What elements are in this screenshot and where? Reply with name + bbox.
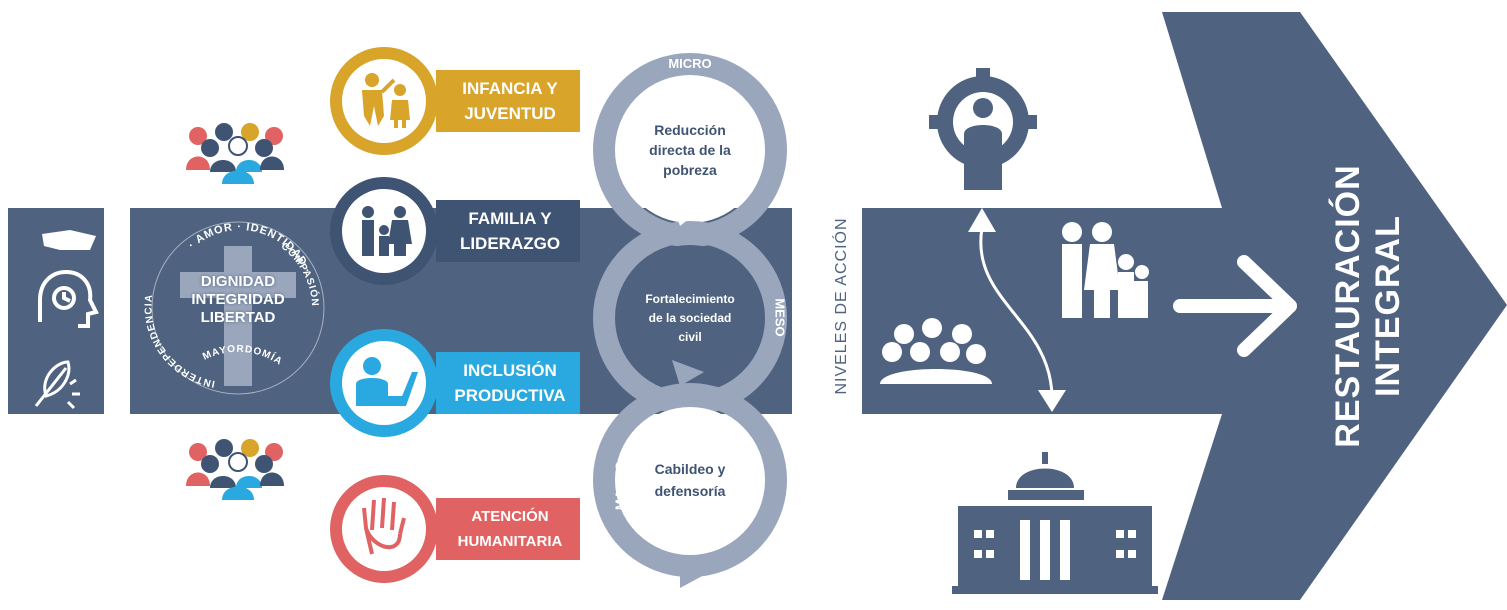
adult-child-icon bbox=[362, 73, 410, 128]
level-text-meso: Fortalecimiento de la sociedad civil bbox=[645, 291, 735, 344]
cross-icon bbox=[224, 246, 252, 386]
people-group-icon bbox=[186, 439, 284, 500]
level-text-micro: Reducción directa de la pobreza bbox=[649, 122, 731, 178]
program-label-inclusion: INCLUSIÓN PRODUCTIVA bbox=[454, 361, 566, 405]
values-center-words: DIGNIDAD INTEGRIDAD LIBERTAD bbox=[168, 270, 308, 330]
double-arrow-icon bbox=[968, 208, 1066, 412]
gear-person-icon bbox=[929, 68, 1037, 190]
family-icon bbox=[1062, 222, 1149, 318]
crowd-icon bbox=[880, 318, 992, 384]
value-word: INTEGRIDAD bbox=[191, 291, 285, 308]
people-group-icon bbox=[186, 123, 284, 184]
level-text-macro: Cabildeo y defensoría bbox=[654, 461, 726, 499]
cycle-arrowhead bbox=[672, 202, 700, 226]
levels-cycle bbox=[593, 53, 787, 588]
level-tag-macro: MACRO bbox=[612, 460, 628, 511]
cycle-arrowhead bbox=[680, 556, 706, 588]
government-building-icon bbox=[952, 452, 1158, 594]
value-word: LIBERTAD bbox=[200, 309, 276, 326]
outcome-line-1: RESTAURACIÓN bbox=[1329, 164, 1367, 448]
family-icon bbox=[362, 206, 412, 256]
outcome-line-2: INTEGRAL bbox=[1369, 215, 1407, 397]
outcome-title: RESTAURACIÓN INTEGRAL bbox=[1328, 156, 1412, 456]
head-clock-icon bbox=[38, 269, 99, 328]
hand-icon bbox=[42, 230, 96, 250]
levels-axis-label: NIVELES DE ACCIÓN bbox=[833, 217, 850, 395]
program-label-atencion: ATENCIÓN HUMANITARIA bbox=[457, 508, 563, 550]
program-label-familia: FAMILIA Y LIDERAZGO bbox=[459, 209, 561, 253]
feather-icon bbox=[34, 360, 80, 410]
level-tag-micro: MICRO bbox=[668, 56, 712, 71]
cycle-arrowhead bbox=[672, 360, 704, 386]
person-laptop-icon bbox=[356, 357, 418, 406]
value-word: DIGNIDAD bbox=[200, 273, 276, 290]
level-tag-meso: MESO bbox=[772, 298, 788, 337]
raised-hand-icon bbox=[362, 497, 406, 555]
right-arrow-icon bbox=[1173, 255, 1297, 357]
program-label-infancia: INFANCIA Y JUVENTUD bbox=[462, 79, 558, 123]
